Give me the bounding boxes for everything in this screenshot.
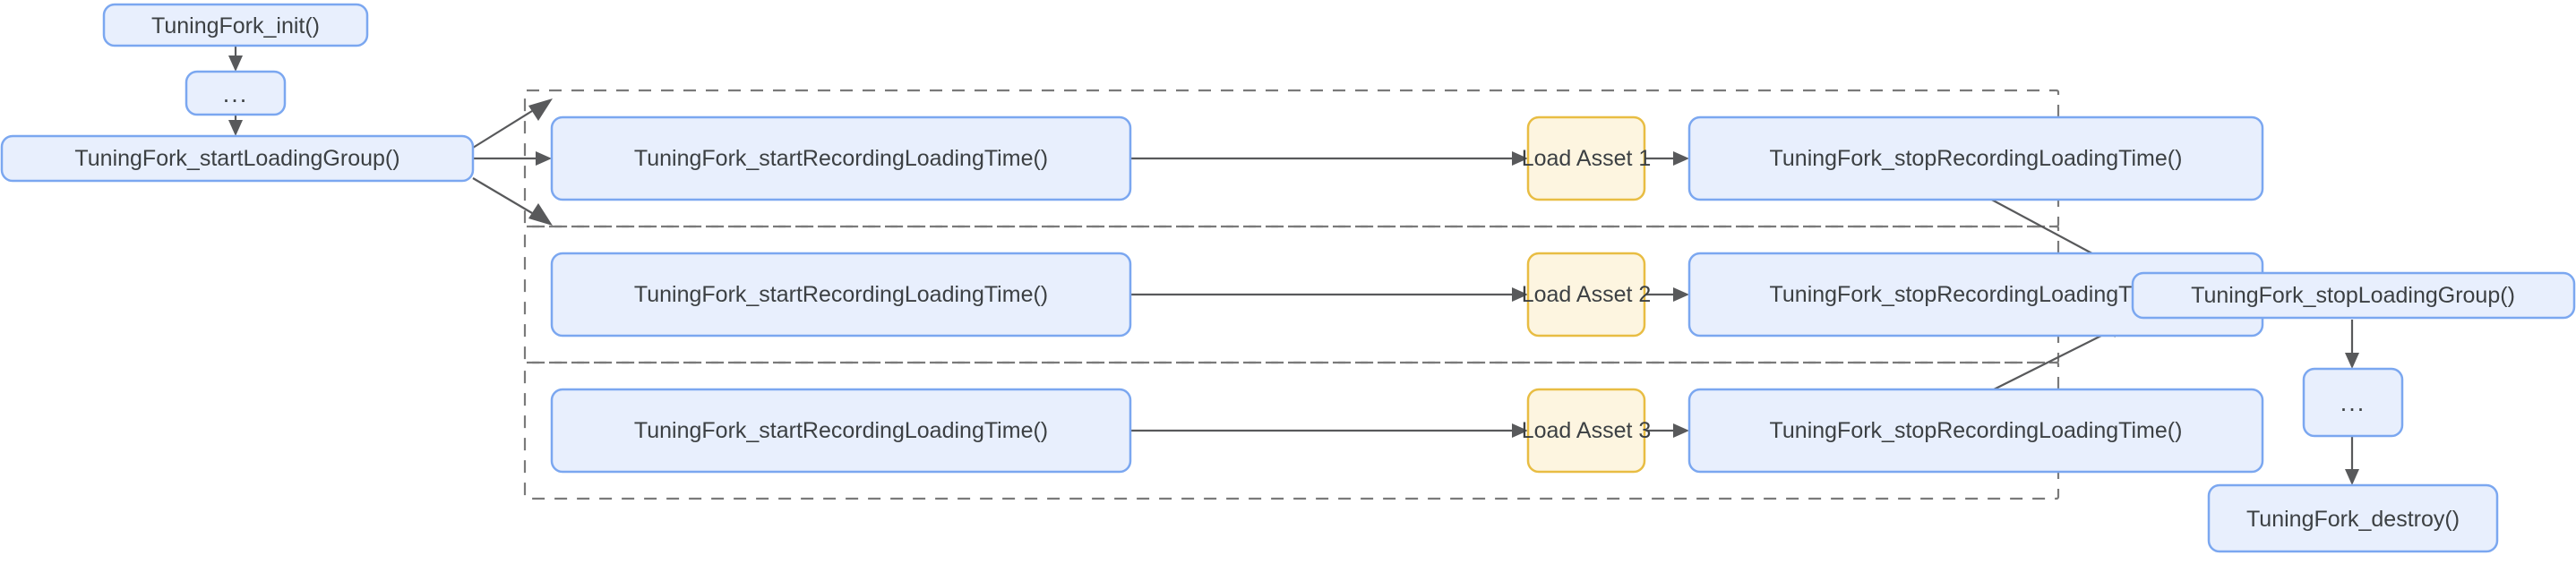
node-row1-stop-recording-label: TuningFork_stopRecordingLoadingTime() <box>1770 146 2183 171</box>
edge-row1-start-to-asset <box>1130 151 1528 166</box>
node-ellipsis-top-label: ... <box>223 81 249 107</box>
node-tuningfork-destroy-label: TuningFork_destroy() <box>2246 507 2460 532</box>
node-start-loading-group-label: TuningFork_startLoadingGroup() <box>74 146 399 171</box>
edge-ellipsis-top-to-start-loading-group <box>228 115 243 136</box>
node-row2-start-recording-label: TuningFork_startRecordingLoadingTime() <box>634 282 1048 307</box>
node-tuningfork-destroy[interactable]: TuningFork_destroy() <box>2207 483 2499 553</box>
node-tuningfork-init[interactable]: TuningFork_init() <box>102 3 369 47</box>
edge-row3-start-to-asset <box>1130 423 1528 438</box>
edge-row1-asset-to-stop <box>1644 151 1689 166</box>
edge-row2-start-to-asset <box>1130 287 1528 302</box>
node-row2-stop-recording-label: TuningFork_stopRecordingLoadingTime() <box>1770 282 2183 307</box>
edge-row3-asset-to-stop <box>1644 423 1689 438</box>
node-row1-start-recording-label: TuningFork_startRecordingLoadingTime() <box>634 146 1048 171</box>
node-row1-stop-recording[interactable]: TuningFork_stopRecordingLoadingTime() <box>1687 115 2264 201</box>
node-ellipsis-top[interactable]: ... <box>185 70 287 116</box>
node-row1-load-asset[interactable]: Load Asset 1 <box>1522 115 1652 201</box>
node-ellipsis-bottom[interactable]: ... <box>2302 367 2404 438</box>
edge-start-group-to-row2-start <box>473 151 552 166</box>
node-row2-load-asset-label: Load Asset 2 <box>1522 282 1652 307</box>
node-stop-loading-group[interactable]: TuningFork_stopLoadingGroup() <box>2131 271 2576 320</box>
node-row2-stop-recording[interactable]: TuningFork_stopRecordingLoadingTime() <box>1687 252 2264 337</box>
node-row1-start-recording[interactable]: TuningFork_startRecordingLoadingTime() <box>550 115 1132 201</box>
node-row3-start-recording[interactable]: TuningFork_startRecordingLoadingTime() <box>550 388 1132 474</box>
edge-row2-asset-to-stop <box>1644 287 1689 302</box>
edge-stop-group-to-ellipsis-bottom <box>2345 320 2359 369</box>
edge-start-group-to-row3-start <box>472 177 553 226</box>
node-row2-start-recording[interactable]: TuningFork_startRecordingLoadingTime() <box>550 252 1132 337</box>
node-row2-load-asset[interactable]: Load Asset 2 <box>1522 252 1652 337</box>
node-row3-start-recording-label: TuningFork_startRecordingLoadingTime() <box>634 418 1048 443</box>
node-row3-stop-recording[interactable]: TuningFork_stopRecordingLoadingTime() <box>1687 388 2264 474</box>
node-stop-loading-group-label: TuningFork_stopLoadingGroup() <box>2191 283 2515 308</box>
node-row3-load-asset-label: Load Asset 3 <box>1522 418 1652 443</box>
node-start-loading-group[interactable]: TuningFork_startLoadingGroup() <box>0 134 475 183</box>
node-tuningfork-init-label: TuningFork_init() <box>151 13 320 38</box>
node-row3-stop-recording-label: TuningFork_stopRecordingLoadingTime() <box>1770 418 2183 443</box>
node-row1-load-asset-label: Load Asset 1 <box>1522 146 1652 171</box>
edge-start-group-to-row1-start <box>472 98 553 149</box>
edge-init-to-ellipsis-top <box>228 46 243 72</box>
node-row3-load-asset[interactable]: Load Asset 3 <box>1522 388 1652 474</box>
node-ellipsis-bottom-label: ... <box>2340 389 2366 416</box>
edge-ellipsis-bottom-to-destroy <box>2345 436 2359 485</box>
